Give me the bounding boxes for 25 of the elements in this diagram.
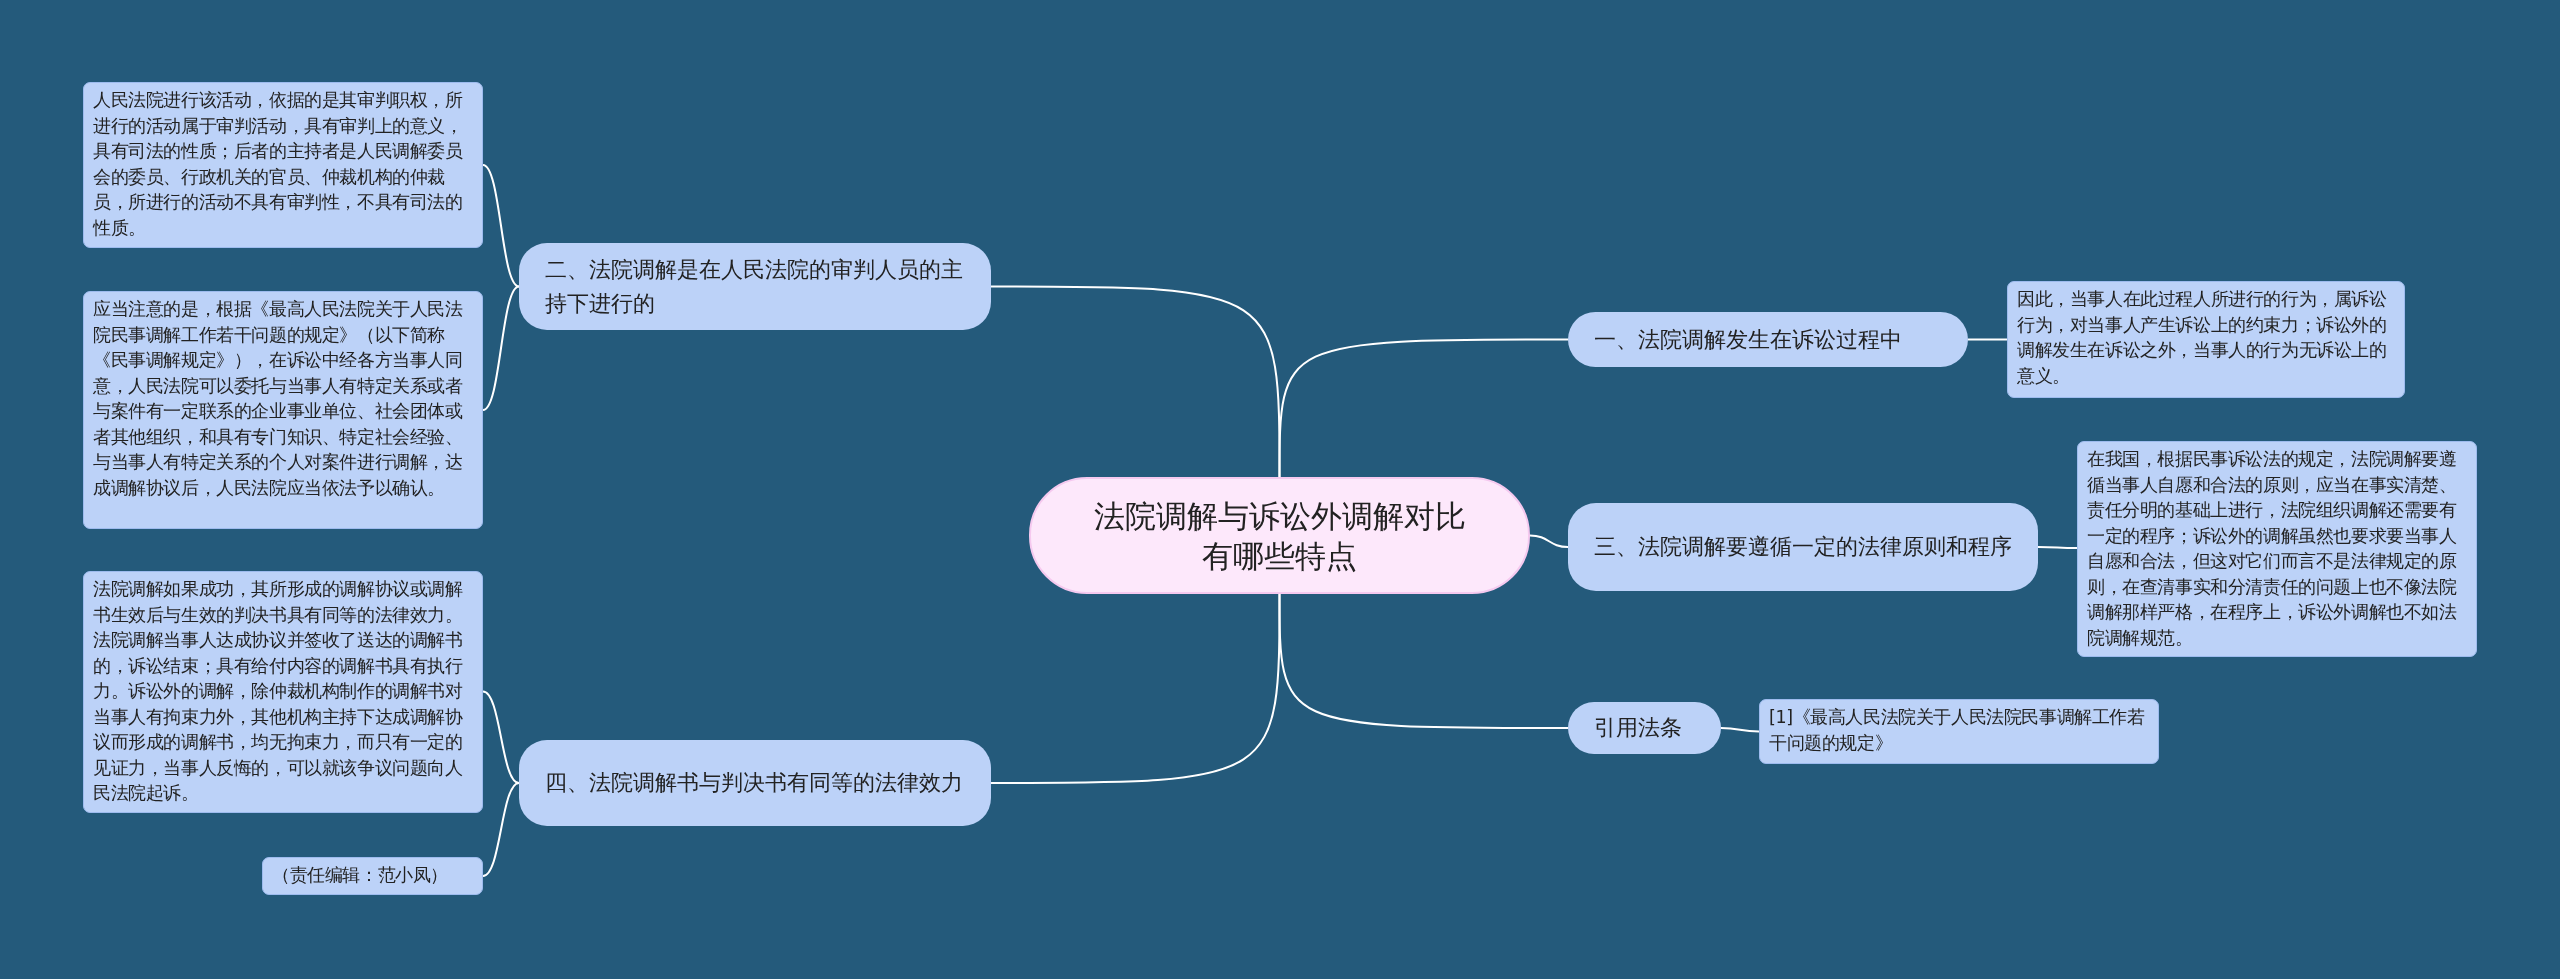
connector-line xyxy=(1278,593,1569,729)
connector-line xyxy=(482,782,520,877)
topic-box: 引用法条 xyxy=(1568,702,1721,754)
topic-box: 法院调解与诉讼外调解对比有哪些特点 xyxy=(1029,477,1530,594)
note-box: [1]《最高人民法院关于人民法院民事调解工作若干问题的规定》 xyxy=(1759,699,2159,764)
connector-line xyxy=(482,164,520,288)
connector-line xyxy=(990,285,1281,478)
connector-line xyxy=(482,285,520,411)
note-box: 在我国，根据民事诉讼法的规定，法院调解要遵循当事人自愿和合法的原则，应当在事实清楚、责任分明的基础上进行，法院组织调解还需要有一定的程序；诉讼外的调解虽然也要求要当事人自愿和合法，但这对它们而言不是法律规定的原则，在查清事实和分清责任的问题上也不像法院调解那样严格，在程序上，诉讼外调解也不如法院调解规范。 xyxy=(2077,441,2477,657)
note-box: 应当注意的是，根据《最高人民法院关于人民法院民事调解工作若干问题的规定》（以下简称《民事调解规定》），在诉讼中经各方当事人同意，人民法院可以委托与当事人有特定关系或者与案件有一定联系的企业事业单位、社会团体或者其他组织，和具有专门知识、特定社会经验、与当事人有特定关系的个人对案件进行调解，达成调解协议后，人民法院应当依法予以确认。 xyxy=(83,291,483,529)
topic-box: 三、法院调解要遵循一定的法律原则和程序 xyxy=(1568,503,2038,591)
note-box: 法院调解如果成功，其所形成的调解协议或调解书生效后与生效的判决书具有同等的法律效力。法院调解当事人达成协议并签收了送达的调解书的，诉讼结束；具有给付内容的调解书具有执行力。诉讼外的调解，除仲裁机构制作的调解书对当事人有拘束力外，其他机构主持下达成调解协议而形成的调解书，均无拘束力，而只有一定的见证力，当事人反悔的，可以就该争议问题向人民法院起诉。 xyxy=(83,571,483,813)
topic-box: 一、法院调解发生在诉讼过程中 xyxy=(1568,312,1968,367)
note-box: 人民法院进行该活动，依据的是其审判职权，所进行的活动属于审判活动，具有审判上的意义，具有司法的性质；后者的主持者是人民调解委员会的委员、行政机关的官员、仲裁机构的仲裁员，所进行的活动不具有审判性，不具有司法的性质。 xyxy=(83,82,483,248)
connector-line xyxy=(482,690,520,784)
connector-line xyxy=(1720,727,1760,733)
connector-line xyxy=(990,593,1281,784)
connector-line xyxy=(1529,534,1569,548)
topic-box: 四、法院调解书与判决书有同等的法律效力 xyxy=(519,740,991,826)
topic-box: 二、法院调解是在人民法院的审判人员的主持下进行的 xyxy=(519,243,991,330)
note-box: 因此，当事人在此过程人所进行的行为，属诉讼行为，对当事人产生诉讼上的约束力；诉讼外的调解发生在诉讼之外，当事人的行为无诉讼上的意义。 xyxy=(2007,281,2405,398)
note-box: （责任编辑：范小凤） xyxy=(262,857,483,895)
connector-line xyxy=(2037,546,2078,549)
connector-line xyxy=(1278,338,1569,478)
connector-line xyxy=(1967,338,2008,341)
